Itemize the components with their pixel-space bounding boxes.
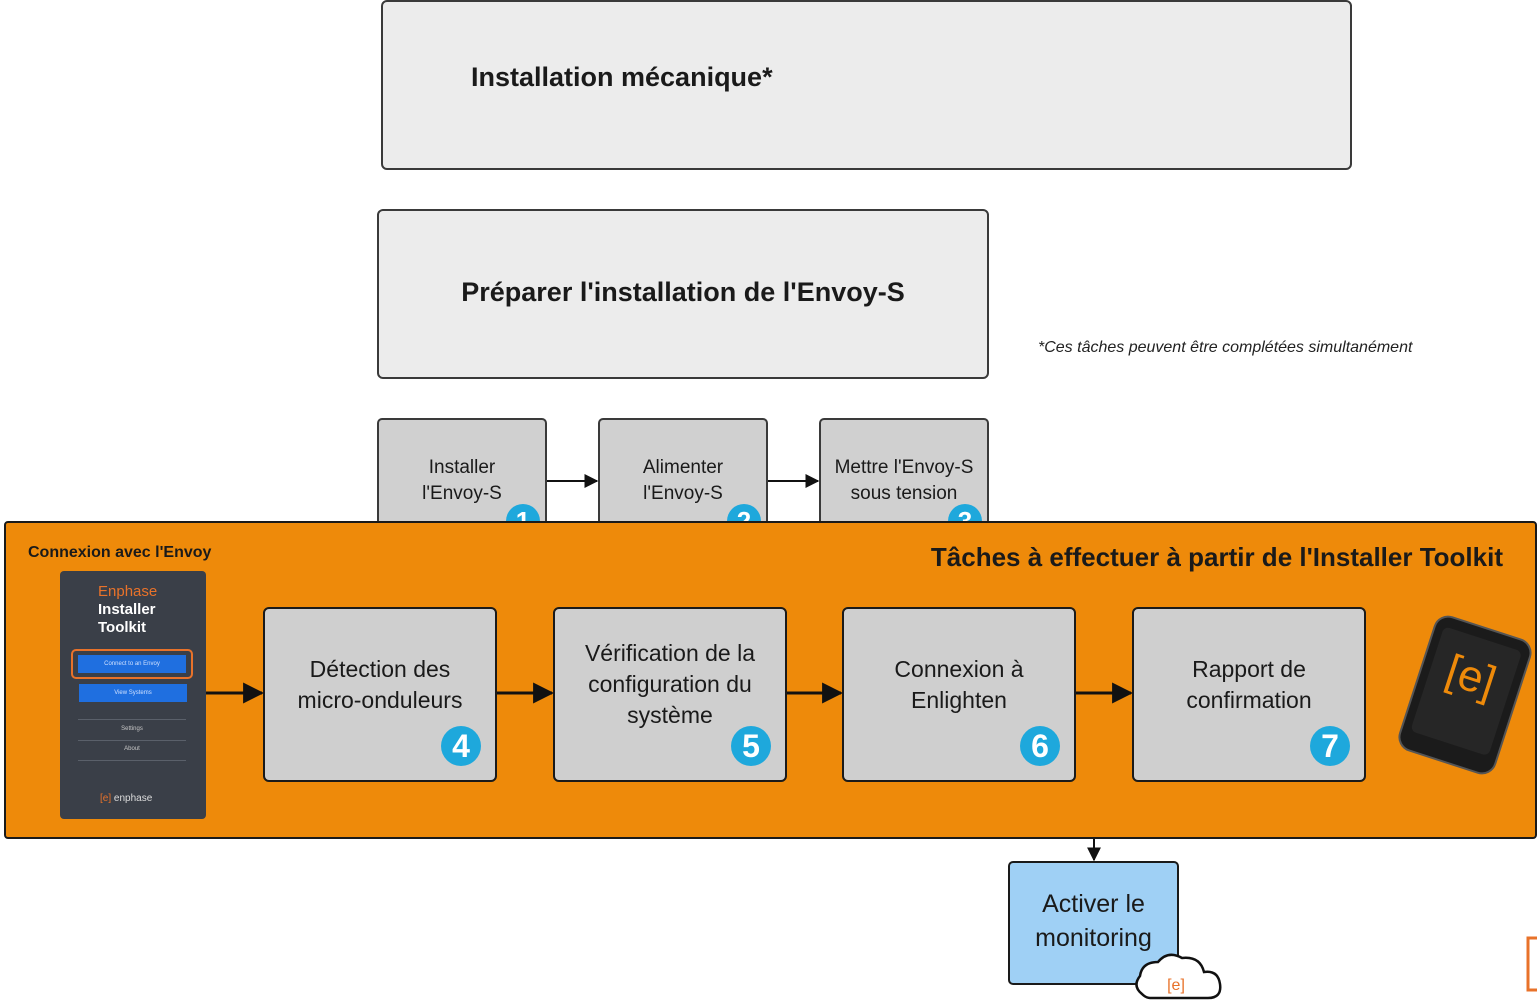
- toolkit-app-screenshot: Enphase Installer Toolkit Connect to an …: [60, 571, 206, 819]
- enphase-logo: [e] enphase: [100, 793, 152, 804]
- toolkit-tasks-title: Tâches à effectuer à partir de l'Install…: [930, 542, 1503, 572]
- prepare-envoy-box: Préparer l'installation de l'Envoy-S: [377, 209, 989, 379]
- step-5-number: 5: [731, 726, 771, 766]
- step-4-number: 4: [441, 726, 481, 766]
- view-systems-button: View Systems: [79, 684, 187, 702]
- envoy-connection-title: Connexion avec l'Envoy: [28, 544, 212, 561]
- step-7-number: 7: [1310, 726, 1350, 766]
- app-title: Installer Toolkit: [98, 601, 156, 637]
- step-5-line2: configuration du: [588, 671, 752, 697]
- cloud-icon: [e]: [1135, 953, 1222, 1000]
- simultaneous-note: *Ces tâches peuvent être complétées simu…: [1038, 339, 1413, 356]
- connect-envoy-button: Connect to an Envoy: [78, 655, 186, 673]
- step-6-line2: Enlighten: [911, 686, 1007, 713]
- menu-about: About: [124, 746, 140, 752]
- small-step-3-line2: sous tension: [850, 483, 958, 504]
- app-brand: Enphase: [98, 583, 158, 600]
- cloud-logo: [e]: [1167, 977, 1185, 994]
- step-4-line1: Détection des: [309, 655, 451, 682]
- step-6-number: 6: [1020, 726, 1060, 766]
- step-7-box: Rapport de confirmation 7: [1132, 607, 1366, 782]
- small-step-3-line1: Mettre l'Envoy-S: [834, 457, 974, 478]
- menu-divider: [78, 740, 186, 741]
- small-step-2-line1: Alimenter: [642, 457, 724, 478]
- app-title-line1: Installer: [98, 601, 156, 618]
- menu-divider: [78, 760, 186, 761]
- step-6-box: Connexion à Enlighten 6: [842, 607, 1076, 782]
- menu-settings: Settings: [121, 726, 143, 732]
- small-step-2-line2: l'Envoy-S: [643, 483, 723, 504]
- corner-bracket-icon: [1526, 936, 1537, 992]
- step-5-line1: Vérification de la: [584, 640, 756, 666]
- mechanical-installation-box: Installation mécanique*: [381, 0, 1352, 170]
- small-step-1-line2: l'Envoy-S: [422, 483, 502, 504]
- step-4-line2: micro-onduleurs: [297, 686, 463, 713]
- connect-envoy-highlight: Connect to an Envoy: [71, 649, 193, 679]
- menu-divider: [78, 719, 186, 720]
- step-6-line1: Connexion à: [894, 655, 1024, 682]
- enphase-logo-bracket: [e]: [100, 793, 112, 804]
- monitoring-line2: monitoring: [1035, 924, 1152, 952]
- app-title-line2: Toolkit: [98, 619, 147, 636]
- small-step-1-line1: Installer: [428, 457, 496, 478]
- prepare-envoy-title: Préparer l'installation de l'Envoy-S: [461, 277, 905, 307]
- step-5-box: Vérification de la configuration du syst…: [553, 607, 787, 782]
- step-7-line2: confirmation: [1186, 686, 1312, 713]
- step-5-line3: système: [627, 702, 713, 728]
- mechanical-installation-title: Installation mécanique*: [471, 62, 773, 92]
- device-icon: [e]: [1398, 615, 1532, 775]
- step-7-line1: Rapport de: [1192, 655, 1306, 682]
- monitoring-line1: Activer le: [1042, 890, 1145, 918]
- step-4-box: Détection des micro-onduleurs 4: [263, 607, 497, 782]
- enphase-logo-text: enphase: [113, 793, 153, 804]
